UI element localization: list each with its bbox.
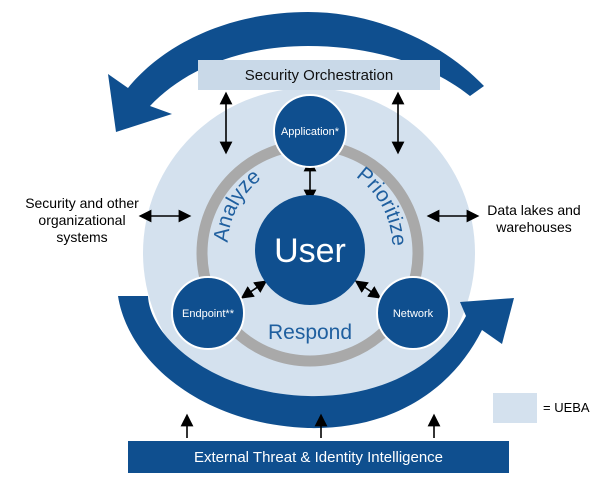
endpoint-label: Endpoint** — [182, 308, 235, 320]
user-node — [255, 195, 365, 305]
arrow-network-user — [354, 280, 382, 299]
security-orchestration-bar: Security Orchestration — [198, 60, 440, 90]
right-datalakes-label: Data lakes and warehouses — [487, 202, 581, 235]
cycle-arrow-top — [108, 12, 484, 132]
user-label: User — [274, 232, 346, 270]
respond-label: Respond — [268, 321, 352, 344]
left-systems-label: Security and other organizational system… — [25, 195, 139, 245]
ueba-legend-swatch — [493, 393, 537, 423]
threat-intelligence-bar: External Threat & Identity Intelligence — [128, 441, 509, 473]
arrow-endpoint-user — [240, 280, 268, 299]
application-node — [273, 94, 347, 168]
cycle-arrow-bottom — [118, 296, 514, 429]
ueba-legend-label: = UEBA — [543, 400, 590, 415]
endpoint-node — [171, 276, 245, 350]
network-label: Network — [393, 308, 434, 320]
security-orchestration-label: Security Orchestration — [244, 66, 394, 84]
application-label: Application* — [281, 126, 340, 138]
threat-intelligence-label: External Threat & Identity Intelligence — [193, 448, 444, 466]
network-node — [376, 276, 450, 350]
